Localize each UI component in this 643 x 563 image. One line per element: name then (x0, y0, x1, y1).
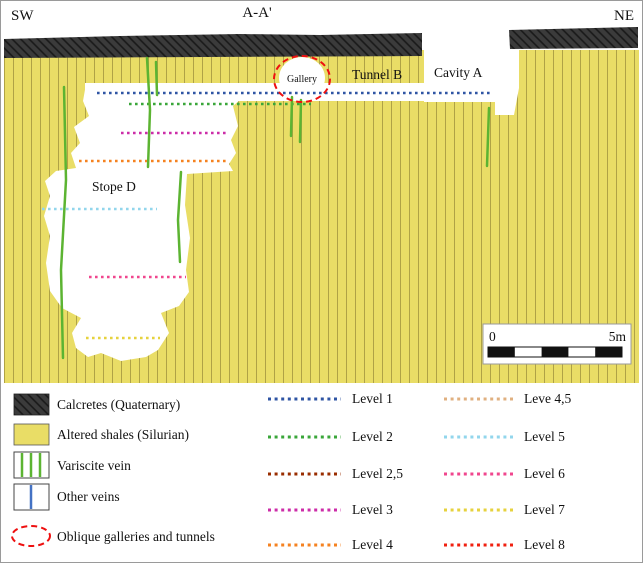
level-8-label: Level 8 (524, 537, 565, 552)
variscite-vein-6 (298, 98, 303, 144)
cavity-a-label: Cavity A (434, 65, 483, 80)
tunnel-b-label: Tunnel B (352, 67, 402, 82)
section-header: SW A-A' NE (11, 5, 634, 24)
level-6-label: Level 6 (524, 466, 565, 481)
variscite-veins (59, 56, 491, 360)
oblique-galleries-swatch (11, 525, 51, 547)
cavity-a-shape (424, 50, 519, 115)
level-4-label: Level 4 (352, 537, 393, 552)
level-1-label: Level 1 (352, 391, 393, 406)
level-4-5-label: Leve 4,5 (524, 391, 571, 406)
stope-d-label: Stope D (92, 179, 136, 194)
scale-five-label: 5m (609, 329, 627, 344)
variscite-vein-2 (145, 56, 152, 169)
legend: Calcretes (Quaternary) Altered shales (S… (11, 391, 571, 552)
shales-swatch (13, 423, 50, 446)
calcretes-band-left (4, 33, 422, 58)
level-7-label: Level 7 (524, 502, 565, 517)
level-lines (42, 91, 491, 340)
legend-column-levels-b: Leve 4,5 Level 5 Level 6 Level 7 Level 8 (444, 391, 571, 552)
mine-cavities (44, 50, 519, 361)
stope-d-cavity (44, 84, 241, 361)
other-veins-label: Other veins (57, 489, 120, 504)
level-2-label: Level 2 (352, 429, 393, 444)
scale-bar: 0 5m (482, 323, 632, 365)
scale-segment-1 (488, 347, 515, 357)
direction-label-ne: NE (614, 8, 634, 24)
variscite-vein-7 (485, 106, 491, 168)
variscite-vein-5 (289, 95, 294, 138)
calcretes-swatch (13, 393, 50, 416)
section-annotations: Gallery Tunnel B Cavity A Stope D (92, 55, 483, 194)
variscite-vein-4 (176, 170, 183, 264)
variscite-vein-3 (154, 60, 159, 97)
scale-segment-3 (595, 347, 622, 357)
level-2-5-label: Level 2,5 (352, 466, 403, 481)
calcretes-band-right (509, 27, 638, 49)
direction-label-sw: SW (11, 8, 34, 24)
shales-label: Altered shales (Silurian) (57, 427, 189, 442)
gallery-label: Gallery (287, 74, 317, 85)
oblique-galleries-label: Oblique galleries and tunnels (57, 529, 215, 544)
scale-zero-label: 0 (489, 329, 496, 344)
variscite-label: Variscite vein (57, 458, 131, 473)
legend-column-levels-a: Level 1 Level 2 Level 2,5 Level 3 Level … (268, 391, 403, 552)
section-line-label: A-A' (242, 5, 272, 21)
variscite-vein-1 (59, 85, 68, 360)
oblique-gallery-outline (273, 55, 331, 103)
gallery-cavity (279, 57, 325, 99)
level-5-label: Level 5 (524, 429, 565, 444)
level-3-label: Level 3 (352, 502, 393, 517)
scale-segment-2 (541, 347, 569, 357)
calcretes-label: Calcretes (Quaternary) (57, 397, 180, 412)
legend-column-lithology: Calcretes (Quaternary) Altered shales (S… (11, 393, 215, 547)
